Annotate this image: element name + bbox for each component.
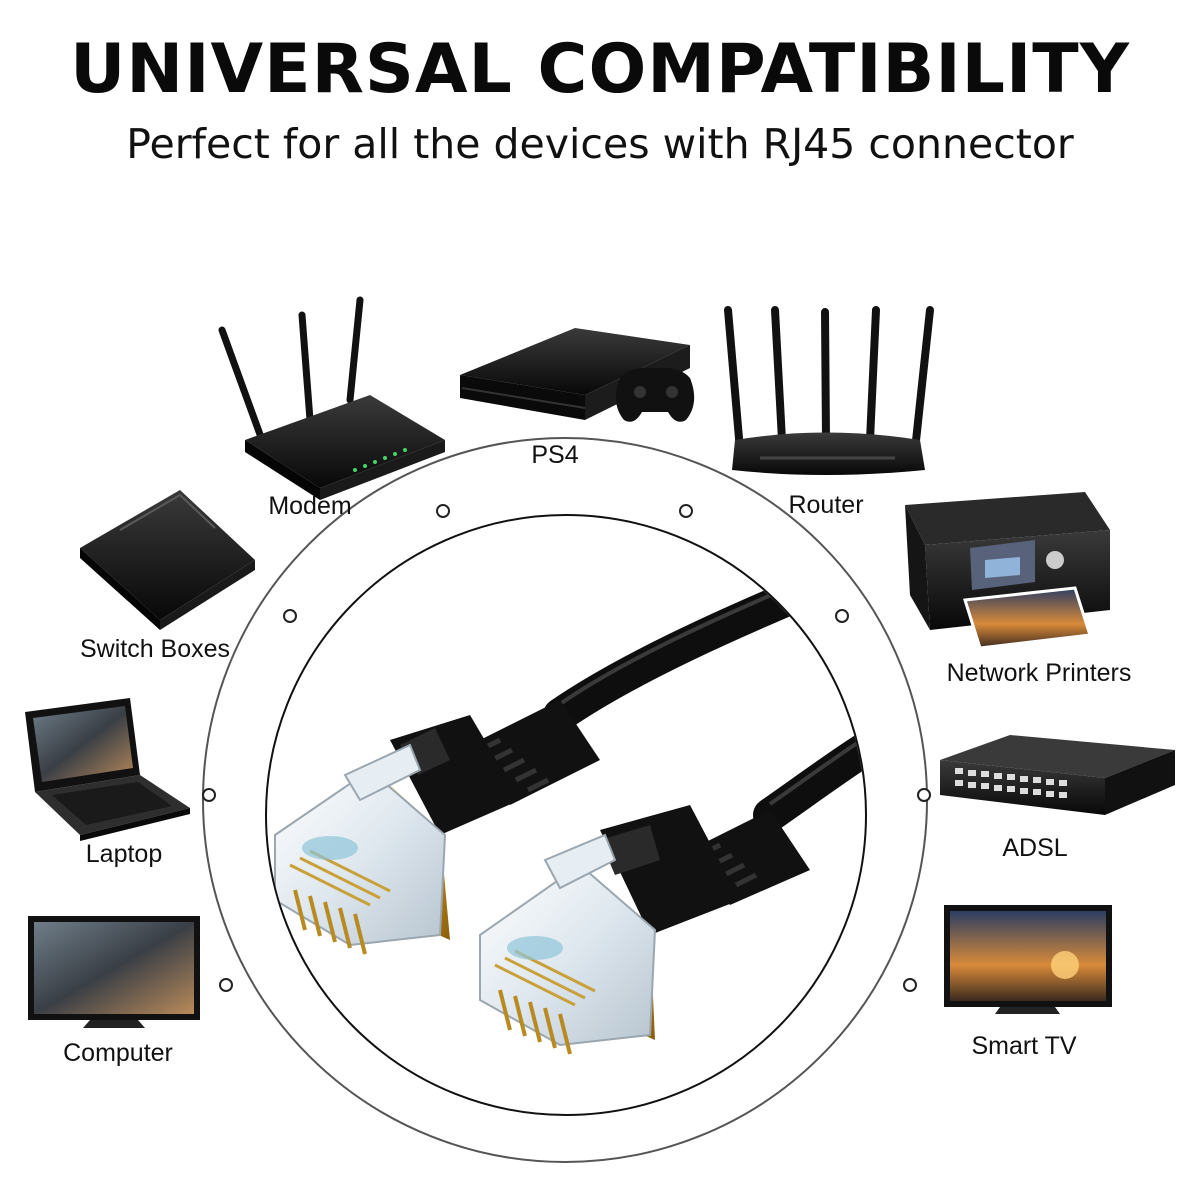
computer-monitor-icon	[28, 916, 200, 1028]
device-label-laptop: Laptop	[85, 840, 163, 868]
device-label-router: Router	[788, 491, 864, 519]
ring-node	[202, 788, 216, 802]
printer-icon	[905, 492, 1110, 650]
inner-circle	[265, 514, 867, 1116]
ring-node	[283, 609, 297, 623]
device-label-adsl: ADSL	[1002, 834, 1068, 862]
device-label-switch-boxes: Switch Boxes	[79, 635, 231, 663]
rj45-connector-icon	[479, 805, 810, 1055]
laptop-icon	[25, 698, 190, 841]
ring-node	[835, 609, 849, 623]
smart-tv-icon	[944, 905, 1112, 1014]
adsl-switch-icon	[940, 735, 1175, 815]
outer-ring	[202, 437, 931, 1163]
ps4-icon	[460, 328, 695, 422]
ring-node	[917, 788, 931, 802]
switch-box-icon	[80, 490, 255, 630]
device-label-modem: Modem	[268, 492, 352, 520]
modem-icon	[218, 296, 445, 500]
device-label-ps4: PS4	[531, 441, 579, 469]
ring-node	[219, 978, 233, 992]
ring-node	[903, 978, 917, 992]
ring-node	[436, 504, 450, 518]
ring-node	[679, 504, 693, 518]
page-title: UNIVERSAL COMPATIBILITY	[70, 30, 1130, 109]
ethernet-cable	[274, 543, 865, 1055]
page-subtitle: Perfect for all the devices with RJ45 co…	[126, 120, 1074, 168]
router-icon	[724, 306, 934, 475]
device-label-computer: Computer	[63, 1039, 173, 1067]
rj45-connector-icon	[274, 700, 600, 955]
device-label-smart-tv: Smart TV	[971, 1032, 1077, 1060]
device-label-network-printers: Network Printers	[946, 659, 1132, 687]
